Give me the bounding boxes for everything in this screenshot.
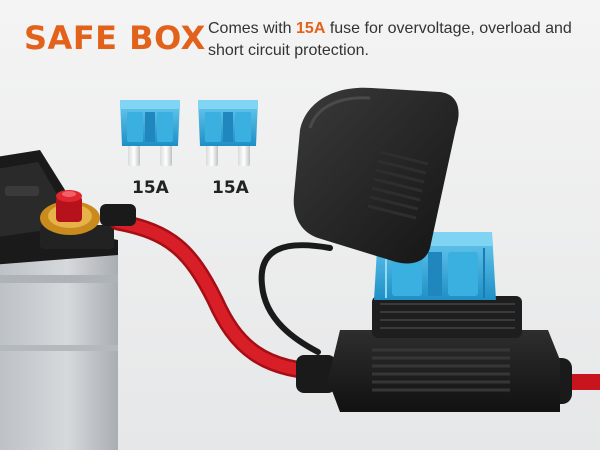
fuse-15a-right xyxy=(198,100,258,166)
headline-safe-box: SAFE BOX xyxy=(24,19,206,57)
battery-terminal xyxy=(40,190,136,235)
description-text-start: Comes with xyxy=(208,20,297,37)
fuse-holder xyxy=(296,296,572,412)
fuse-15a-left xyxy=(120,100,180,166)
cap-tether xyxy=(258,242,333,355)
description-highlight-15a: 15A xyxy=(296,20,326,37)
fuse-label-left: 15A xyxy=(132,178,169,198)
feature-description: Comes with 15A fuse for overvoltage, ove… xyxy=(208,18,588,62)
fuse-label-right: 15A xyxy=(212,178,249,198)
fuse-holder-cap xyxy=(293,87,459,264)
description-text-end: fuse for overvoltage, overload and short… xyxy=(208,20,572,59)
car-battery xyxy=(0,150,118,450)
